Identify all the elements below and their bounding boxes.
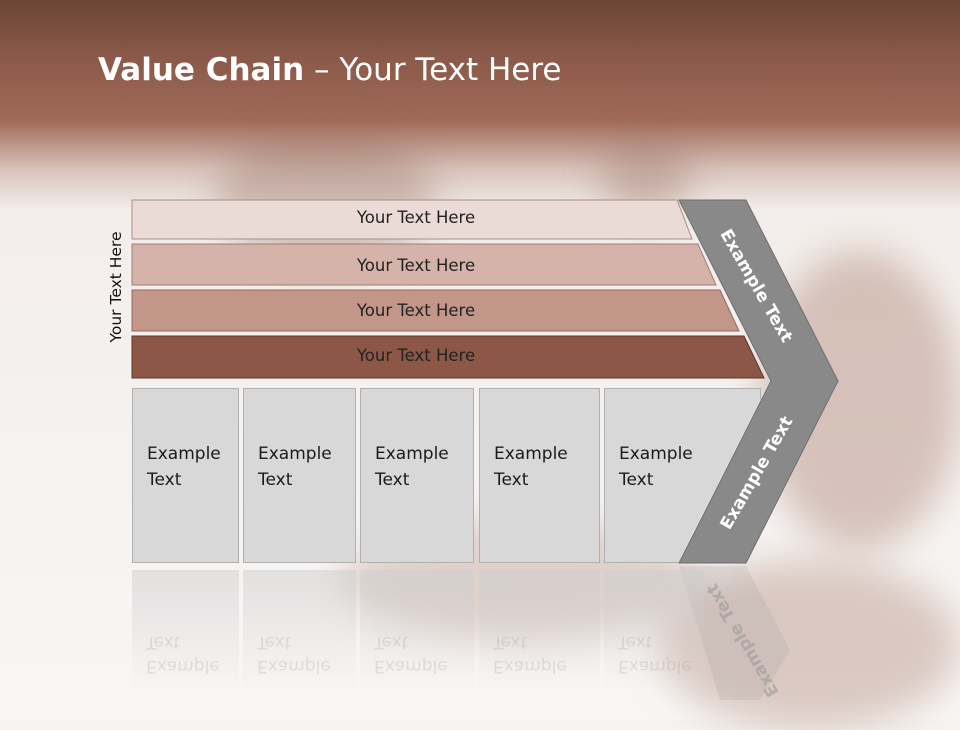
bar-1[interactable]	[131, 199, 693, 240]
bar-label-4: Your Text Here	[356, 346, 476, 365]
bar-label-2: Your Text Here	[356, 256, 476, 275]
bar-label-1: Your Text Here	[356, 208, 476, 227]
photo-shape	[660, 560, 960, 730]
chevron-reflection	[679, 566, 790, 700]
title-rest: – Your Text Here	[304, 52, 562, 88]
title-bold: Value Chain	[98, 52, 305, 88]
bar-4[interactable]	[131, 335, 765, 379]
slide-title: Value Chain – Your Text Here	[98, 52, 561, 88]
bar-3[interactable]	[131, 289, 740, 332]
chevron-arrow[interactable]	[678, 199, 839, 564]
bar-2[interactable]	[131, 243, 717, 286]
bar-label-3: Your Text Here	[356, 301, 476, 320]
